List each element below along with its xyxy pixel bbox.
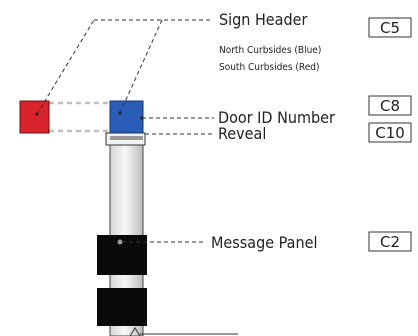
lower-panel-box: [97, 288, 147, 326]
south-curbside-sample: [19, 100, 50, 134]
door-id-label: Door ID Number: [218, 108, 335, 127]
code-box-c2: C2: [368, 231, 412, 252]
reveal-label: Reveal: [218, 124, 266, 143]
code-box-c5: C5: [368, 17, 412, 38]
code-c2: C2: [380, 233, 400, 251]
sign-header-box: [109, 100, 144, 134]
north-curbsides-label: North Curbsides (Blue): [219, 45, 321, 56]
header-leader-left: [36, 19, 95, 115]
header-leader-right: [119, 19, 163, 114]
code-box-c8: C8: [368, 95, 412, 116]
code-c5: C5: [380, 19, 400, 37]
south-curbsides-label: South Curbsides (Red): [219, 62, 319, 73]
sign-header-label: Sign Header: [219, 10, 307, 29]
code-box-c10: C10: [368, 122, 412, 143]
reveal-strip: [110, 136, 143, 140]
message-panel-dot: [117, 239, 123, 245]
code-c8: C8: [380, 97, 400, 115]
code-c10: C10: [375, 124, 405, 142]
base-bracket: [129, 327, 141, 336]
message-panel-label: Message Panel: [211, 233, 317, 252]
